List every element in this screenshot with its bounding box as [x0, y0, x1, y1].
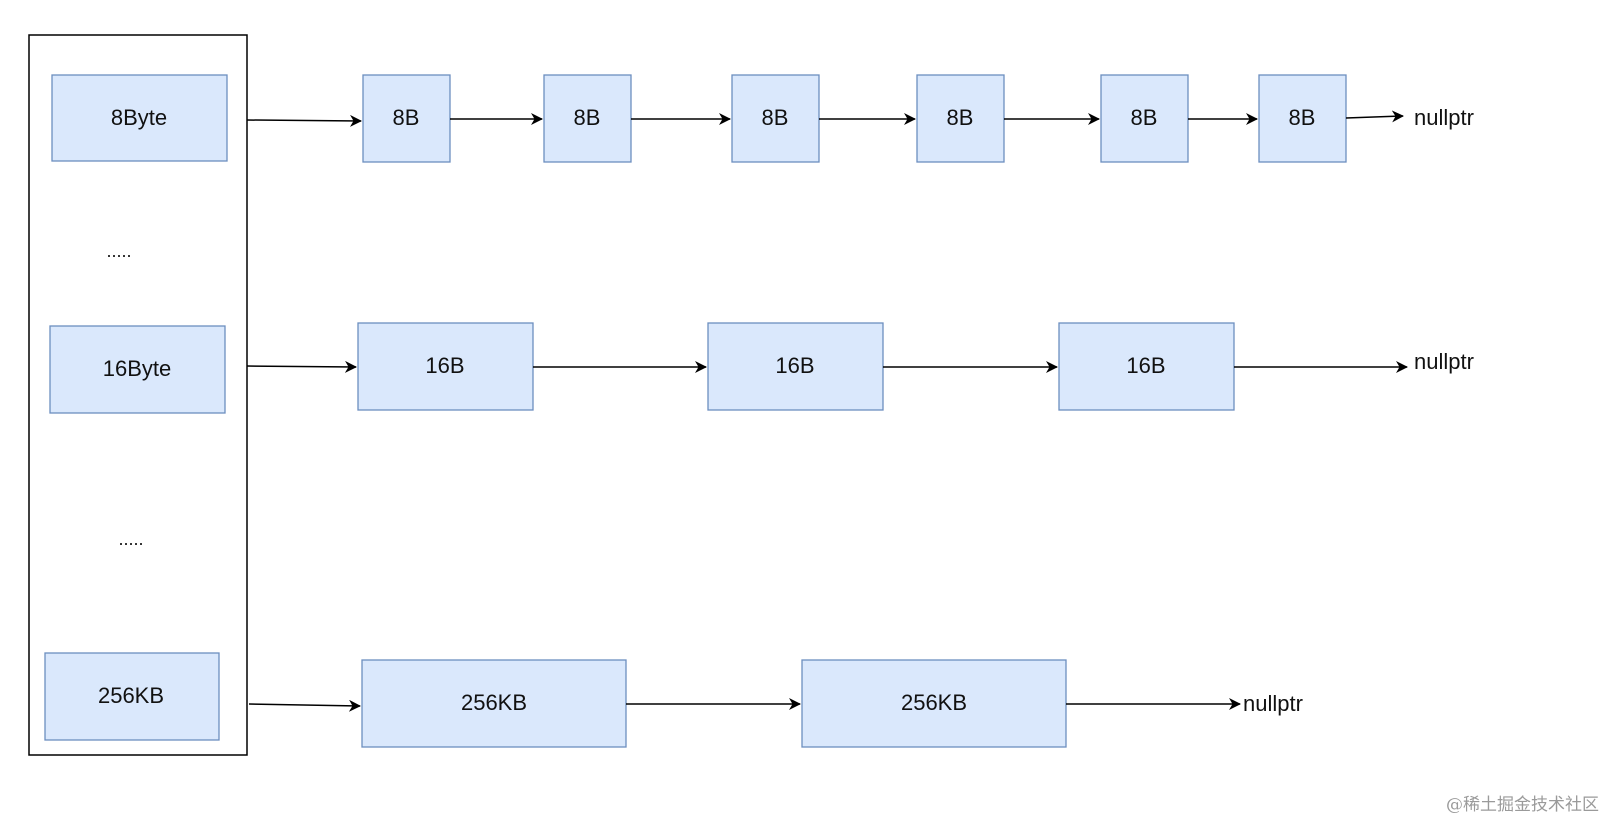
nullptr-256kb-label: nullptr [1243, 691, 1303, 716]
block-256kb-2 [801, 659, 1067, 748]
block-8b-2-label: 8B [574, 105, 601, 130]
size-class-256kb: 256KB [44, 652, 220, 741]
free-list-16b: 16B 16B 16B nullptr [246, 322, 1474, 411]
size-class-ellipsis-2: ..... [118, 529, 143, 549]
block-256kb-2-label: 256KB [901, 690, 967, 715]
block-8b-1 [362, 74, 451, 163]
block-8b-4 [916, 74, 1005, 163]
block-16b-1-label: 16B [425, 353, 464, 378]
block-8b-1-label: 8B [393, 105, 420, 130]
size-class-8byte-box [51, 74, 228, 162]
block-8b-5 [1100, 74, 1189, 163]
arrow-8byte-to-head [246, 114, 362, 127]
size-class-16byte: 16Byte [49, 325, 226, 414]
block-16b-2-label: 16B [775, 353, 814, 378]
block-16b-2 [707, 322, 884, 411]
arrow-8b-6-to-null [1345, 110, 1404, 123]
watermark: @稀土掘金技术社区 [1446, 795, 1599, 815]
free-list-256kb: 256KB 256KB nullptr [248, 659, 1303, 748]
size-class-ellipsis-1: ..... [106, 241, 131, 261]
block-256kb-1-label: 256KB [461, 690, 527, 715]
block-8b-6-label: 8B [1289, 105, 1316, 130]
block-256kb-1 [361, 659, 627, 748]
block-16b-3-label: 16B [1126, 353, 1165, 378]
block-8b-2 [543, 74, 632, 163]
block-8b-3-label: 8B [762, 105, 789, 130]
size-class-16byte-label: 16Byte [103, 356, 172, 381]
block-16b-3 [1058, 322, 1235, 411]
size-class-256kb-label: 256KB [98, 683, 164, 708]
block-8b-3 [731, 74, 820, 163]
nullptr-8b-label: nullptr [1414, 105, 1474, 130]
block-16b-1 [357, 322, 534, 411]
nullptr-16b-label: nullptr [1414, 349, 1474, 374]
block-8b-5-label: 8B [1131, 105, 1158, 130]
arrow-16byte-to-head [246, 360, 357, 373]
size-class-8byte-label: 8Byte [111, 105, 167, 130]
size-class-256kb-box [44, 652, 220, 741]
size-class-16byte-box [49, 325, 226, 414]
size-class-8byte: 8Byte [51, 74, 228, 162]
block-8b-6 [1258, 74, 1347, 163]
arrow-256kb-to-head [248, 699, 361, 712]
free-list-8b: 8B 8B 8B 8B 8B 8B nullptr [246, 74, 1474, 163]
block-8b-4-label: 8B [947, 105, 974, 130]
